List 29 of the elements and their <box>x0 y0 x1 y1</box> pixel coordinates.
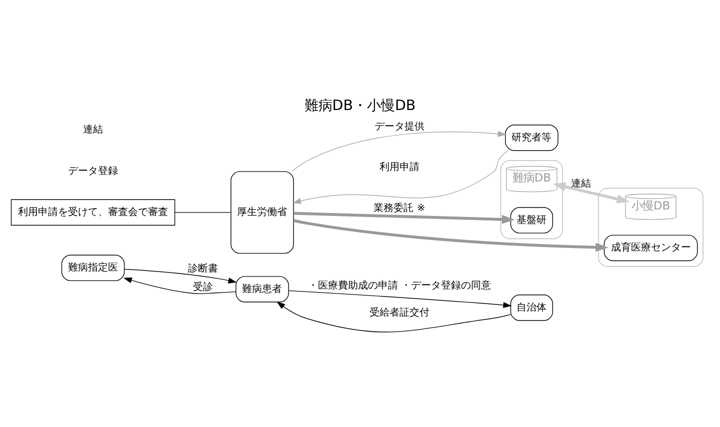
arrow <box>292 130 506 172</box>
arrow <box>276 301 512 332</box>
edge-label: 利用申請 <box>379 161 420 172</box>
node-box: 難病患者 <box>236 276 289 302</box>
node-box: 成育医療センター <box>604 234 698 261</box>
edge-label: データ提供 <box>374 120 424 132</box>
edge-label: 受給者証交付 <box>369 307 430 318</box>
node-box: 基盤研 <box>510 206 554 233</box>
edge-label: 連結 <box>571 178 592 189</box>
arrow <box>123 276 236 294</box>
arrow <box>124 268 237 283</box>
label: データ登録 <box>68 165 118 176</box>
arrow <box>288 290 512 308</box>
edge-label: 診断書 <box>188 263 218 274</box>
arrow <box>293 218 608 252</box>
node-box: 利用申請を受けて、審査会で審査 <box>10 198 176 226</box>
diagram-title: 難病DB・小慢DB <box>304 98 416 114</box>
arrow <box>294 211 515 224</box>
node-box: 研究者等 <box>505 124 558 150</box>
edge-label: ・医療費助成の申請 ・データ登録の同意 <box>308 280 492 292</box>
edge-label: 業務委託 ※ <box>374 202 426 214</box>
arrow <box>292 150 508 204</box>
label: 連結 <box>83 124 104 136</box>
node-box: 自治体 <box>510 294 554 320</box>
cluster <box>598 187 704 266</box>
node-box: 難病指定医 <box>61 254 125 281</box>
edge-label: 受診 <box>192 282 213 293</box>
node-box: 厚生労働省 <box>230 170 294 254</box>
arrow <box>552 182 630 203</box>
